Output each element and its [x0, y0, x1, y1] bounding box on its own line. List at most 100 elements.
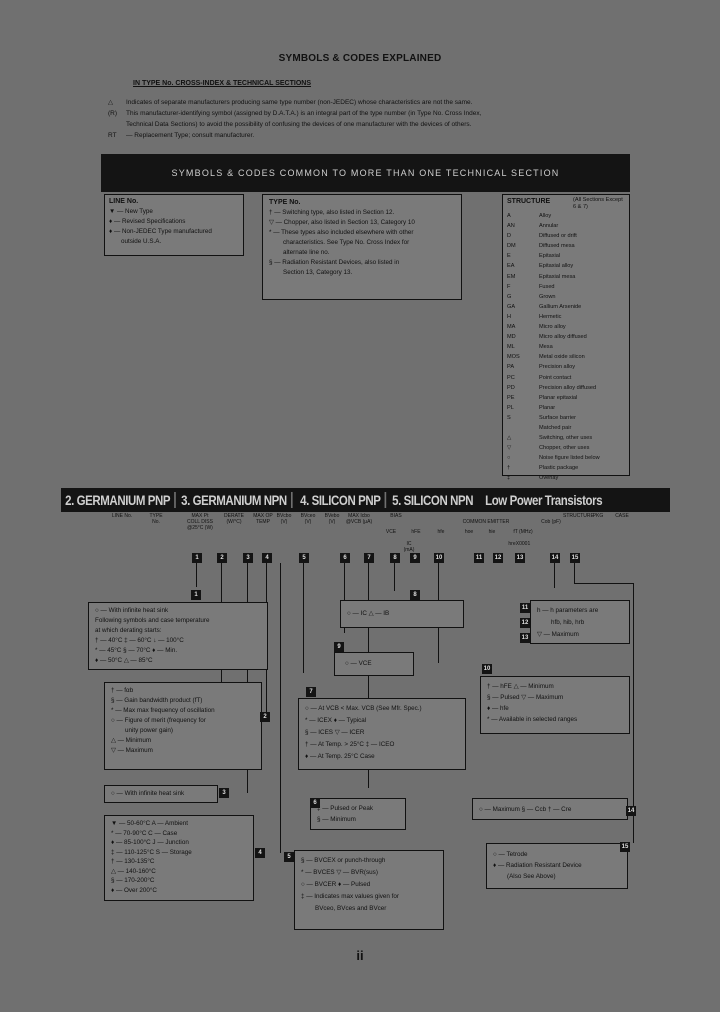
structure-code: H [507, 313, 512, 320]
structure-desc: Precision alloy [539, 364, 576, 371]
column-marker-2: 2 [217, 553, 227, 563]
connector-line [247, 563, 248, 793]
structure-code: △ [507, 435, 512, 442]
column-marker-15: 15 [570, 553, 580, 563]
col-x0001: X0001 [515, 541, 531, 547]
col-hre: hre [508, 541, 516, 547]
structure-code: DM [507, 243, 516, 250]
note-item: at which derating starts: [95, 627, 162, 634]
col-bvcbo: BVcbo (V) [276, 513, 292, 525]
note-text: Technical Data Sections) to avoid the po… [126, 121, 472, 128]
connector-line [554, 563, 555, 588]
note-item: hfb, hib, hrb [551, 619, 585, 626]
box-13-marker: 13 [520, 633, 530, 643]
note-box-2: † — fαb § — Gain bandwidth product (fT) … [104, 682, 262, 770]
structure-code: ML [507, 344, 515, 351]
col-max-pt: MAX Pt COLL DISS @25°C (W) [187, 513, 213, 531]
common-symbols-banner: SYMBOLS & CODES COMMON TO MORE THAN ONE … [101, 154, 630, 192]
structure-code: PE [507, 394, 515, 401]
note-symbol: △ [108, 99, 113, 106]
note-item: ▽ — Maximum [111, 747, 153, 754]
line-no-item: ♦ — Revised Specifications [109, 218, 186, 225]
note-box-11: h — h parameters are hfb, hib, hrb ▽ — M… [530, 600, 630, 644]
col-ft: fT (MHz) [513, 529, 533, 535]
note-item: ○ — With infinite heat sink [95, 607, 169, 614]
line-no-item: outside U.S.A. [121, 238, 162, 245]
col-derate: DERATE (W/°C) [224, 513, 244, 525]
type-no-item: † — Switching type, also listed in Secti… [269, 209, 395, 216]
structure-desc: Alloy [539, 213, 552, 219]
note-item: ♦ — 50°C △ — 85°C [95, 657, 153, 664]
structure-code: EM [507, 273, 516, 280]
box-2-marker: 2 [260, 712, 270, 722]
note-box-9: ○ — VCE [334, 652, 414, 676]
column-marker-11: 11 [474, 553, 484, 563]
structure-desc: Chopper, other uses [539, 445, 590, 452]
structure-row: ‡Overlay [507, 473, 625, 483]
note-box-5: § — BVCEX or punch-through * — BVCES ▽ —… [294, 850, 444, 930]
structure-code: EA [507, 263, 515, 270]
index-notes: △Indicates of separate manufacturers pro… [108, 97, 608, 141]
note-box-4: ▼ — 50-60°C A — Ambient * — 70-90°C C — … [104, 815, 254, 901]
note-item: * — Available in selected ranges [487, 716, 578, 723]
note-box-15: ○ — Tetrode ♦ — Radiation Resistant Devi… [486, 843, 628, 889]
structure-desc: Matched pair [539, 424, 572, 431]
col-case: CASE [615, 513, 629, 519]
type-no-item: Section 13, Category 13. [283, 269, 353, 276]
connector-line [303, 563, 304, 673]
col-line-no: LINE No. [111, 513, 133, 519]
col-structure: STRUCTURE [563, 513, 594, 519]
structure-code: A [507, 213, 511, 219]
note-item: § — Gain bandwidth product (fT) [111, 697, 203, 704]
column-marker-14: 14 [550, 553, 560, 563]
structure-desc: Point contact [539, 374, 572, 381]
note-item: ▽ — Maximum [537, 631, 579, 638]
note-item: ♦ — At Temp. 25°C Case [305, 753, 375, 760]
column-marker-3: 3 [243, 553, 253, 563]
note-item: * — Max max frequency of oscillation [111, 707, 215, 714]
note-item: † — 40°C ‡ — 60°C ↓ — 100°C [95, 637, 184, 644]
page-title: SYMBOLS & CODES EXPLAINED [278, 53, 442, 64]
col-bvceo: BVceo (V) [300, 513, 316, 525]
note-item: ○ — At VCB < Max. VCB (See Mfr. Spec.) [305, 705, 422, 712]
note-box-3: ○ — With infinite heat sink [104, 785, 218, 803]
note-item: † — At Temp. > 25°C ‡ — ICEO [305, 741, 395, 748]
structure-desc: Gallium Arsenide [539, 303, 582, 310]
note-item: △ — 140-160°C [111, 867, 156, 875]
column-marker-8: 8 [390, 553, 400, 563]
structure-desc: Annular [539, 223, 559, 230]
structure-row: AN Annular [507, 221, 625, 231]
note-item: ○ — BVCER ♦ — Pulsed [301, 881, 371, 888]
note-text: This manufacturer-identifying symbol (as… [126, 110, 482, 117]
structure-code: PL [507, 404, 514, 411]
note-text: — Replacement Type; consult manufacturer… [126, 132, 255, 139]
box-12-marker: 12 [520, 618, 530, 628]
note-item: ‡ — 110-125°C S — Storage [111, 848, 192, 856]
column-marker-1: 1 [192, 553, 202, 563]
structure-code: AN [507, 223, 515, 230]
col-bvebo: BVebo (V) [324, 513, 340, 525]
type-no-item: * — These types also included elsewhere … [269, 229, 414, 236]
box-7-marker: 7 [306, 687, 316, 697]
note-item: ○ — VCE [345, 660, 372, 667]
note-item: ‡ — Indicates max values given for [301, 893, 399, 900]
structure-row: ○Noise figure listed below [507, 453, 625, 463]
type-no-item: alternate line no. [283, 249, 330, 256]
column-marker-10: 10 [434, 553, 444, 563]
note-item: unity power gain) [125, 727, 173, 734]
structure-row: △Switching, other uses [507, 433, 625, 443]
structure-code: D [507, 233, 512, 240]
structure-desc: Epitaxial mesa [539, 273, 576, 280]
structure-code: F [507, 283, 511, 290]
note-symbol [108, 119, 122, 130]
structure-code: † [507, 465, 511, 472]
structure-row: EM Epitaxial mesa [507, 272, 625, 282]
note-item: △ — Minimum [111, 737, 152, 744]
structure-desc: Planar epitaxial [539, 394, 578, 401]
note-item: ♦ — Radiation Resistant Device [493, 862, 582, 869]
note-item: * — BVCES ▽ — BVR(sus) [301, 869, 378, 876]
box-15-marker: 15 [620, 842, 630, 852]
